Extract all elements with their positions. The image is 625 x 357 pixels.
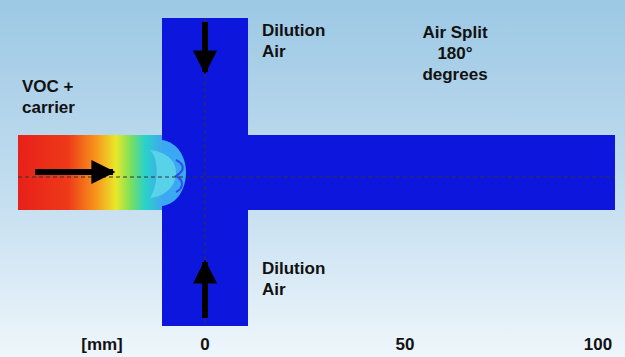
- flow-arrow: [202, 22, 208, 72]
- axis-tick-label: 100: [575, 334, 621, 355]
- centre-line: [205, 18, 206, 326]
- axis-tick-label: 0: [185, 334, 225, 355]
- axis-unit: [mm]: [72, 334, 132, 355]
- axis-tick-label: 50: [385, 334, 425, 355]
- inlet-channel: [18, 135, 162, 210]
- flow-arrow: [35, 169, 113, 175]
- mixing-plume-core: [150, 150, 176, 198]
- note-label: Air Split 180° degrees: [405, 22, 505, 85]
- outlet-channel: [248, 135, 615, 210]
- inlet-label: VOC + carrier: [22, 76, 92, 118]
- inlet-label: Dilution Air: [262, 258, 352, 300]
- flow-arrow: [202, 262, 208, 318]
- plume-contour: [176, 160, 183, 192]
- inlet-label: Dilution Air: [262, 20, 352, 62]
- centre-line: [18, 177, 615, 178]
